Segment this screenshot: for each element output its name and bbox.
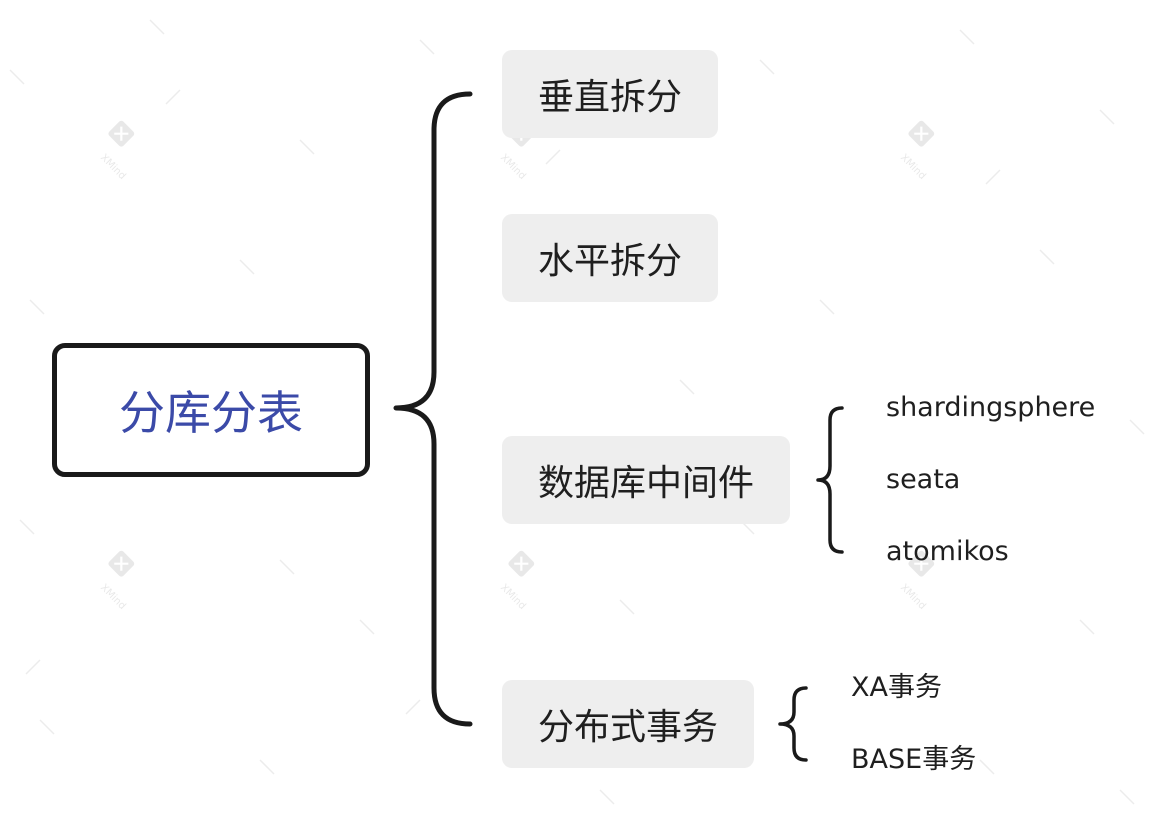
watermark-text: XMind <box>898 582 928 612</box>
transaction-branch-brace <box>778 686 808 762</box>
subtopic-shardingsphere[interactable]: shardingsphere <box>886 392 1096 423</box>
watermark-text: XMind <box>498 582 528 612</box>
watermark-text: XMind <box>98 582 128 612</box>
central-topic[interactable]: 分库分表 <box>52 343 370 477</box>
subtopic-base-transaction[interactable]: BASE事务 <box>851 744 977 775</box>
topic-horizontal-split[interactable]: 水平拆分 <box>502 214 718 302</box>
topic-distributed-transaction[interactable]: 分布式事务 <box>502 680 754 768</box>
xmind-watermark-icon: XMind <box>880 115 940 189</box>
xmind-watermark-icon: XMind <box>480 545 540 619</box>
subtopic-atomikos[interactable]: atomikos <box>886 536 1009 567</box>
xmind-watermark-icon: XMind <box>880 545 940 619</box>
subtopic-seata[interactable]: seata <box>886 464 961 495</box>
xmind-watermark-icon: XMind <box>80 115 140 189</box>
watermark-text: XMind <box>498 152 528 182</box>
watermark-text: XMind <box>898 152 928 182</box>
topic-label: 分布式事务 <box>537 707 718 748</box>
topic-label: 水平拆分 <box>537 241 682 282</box>
xmind-watermark-icon: XMind <box>80 545 140 619</box>
main-branch-brace <box>393 91 473 727</box>
watermark-dash-pattern <box>9 19 1145 805</box>
watermark-text: XMind <box>98 152 128 182</box>
topic-label: 数据库中间件 <box>537 463 754 504</box>
central-topic-label: 分库分表 <box>119 386 303 440</box>
topic-database-middleware[interactable]: 数据库中间件 <box>502 436 790 524</box>
topic-vertical-split[interactable]: 垂直拆分 <box>502 50 718 138</box>
subtopic-xa-transaction[interactable]: XA事务 <box>851 672 942 703</box>
middleware-branch-brace <box>816 406 844 554</box>
topic-label: 垂直拆分 <box>537 77 682 118</box>
